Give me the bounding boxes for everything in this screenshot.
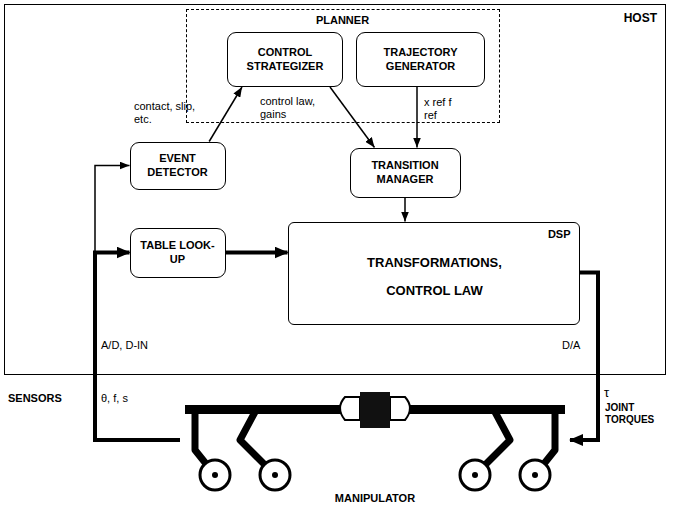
process-box: CONTROL STRATEGIZER <box>227 32 343 87</box>
node-title: DSP <box>548 228 571 242</box>
signal-bus <box>95 253 180 441</box>
signal-arrow <box>416 87 418 148</box>
manipulator-illustration <box>180 380 570 508</box>
signal-bus <box>570 273 598 441</box>
edge-label: x ref f ref <box>424 96 464 122</box>
process-box: TRANSITION MANAGER <box>350 148 461 198</box>
node-body: TRANSFORMATIONS, CONTROL LAW <box>355 249 515 306</box>
node-title: CONTROL STRATEGIZER <box>228 46 342 74</box>
node-title: TRANSITION MANAGER <box>351 159 460 187</box>
port-label: A/D, D-IN <box>101 339 148 352</box>
signal-arrow <box>209 87 242 142</box>
node-title: MANIPULATOR <box>180 492 570 506</box>
signal-label: SENSORS <box>8 392 62 405</box>
node-title: PLANNER <box>187 14 499 28</box>
manipulator: MANIPULATOR <box>180 380 570 508</box>
process-box: TABLE LOOK-UP <box>130 228 226 278</box>
signal-arrow <box>330 87 375 148</box>
node-title: TABLE LOOK-UP <box>131 239 225 267</box>
host-frame: HOST PLANNER CONTROL STRATEGIZER TRAJECTORY… <box>4 4 666 375</box>
signal-bus <box>226 251 288 255</box>
dsp-box: DSP TRANSFORMATIONS, CONTROL LAW <box>288 222 580 325</box>
node-title: EVENT DETECTOR <box>131 152 225 180</box>
process-box: TRAJECTORY GENERATOR <box>356 32 485 87</box>
planner-group: PLANNER CONTROL STRATEGIZER TRAJECTORY GEN… <box>186 9 500 123</box>
node-title: TRAJECTORY GENERATOR <box>357 46 484 74</box>
signal-label: JOINT TORQUES <box>605 402 669 426</box>
process-box: EVENT DETECTOR <box>130 142 226 190</box>
signal-name: θ, f, s <box>101 392 128 405</box>
edge-label: control law, gains <box>260 95 324 121</box>
port-label: D/A <box>562 339 580 352</box>
node-title: HOST <box>624 11 657 26</box>
signal-name: τ <box>604 385 609 401</box>
signal-arrow <box>404 198 406 222</box>
edge-label: contact, slip, etc. <box>134 100 206 126</box>
signal-arrow <box>95 166 180 441</box>
